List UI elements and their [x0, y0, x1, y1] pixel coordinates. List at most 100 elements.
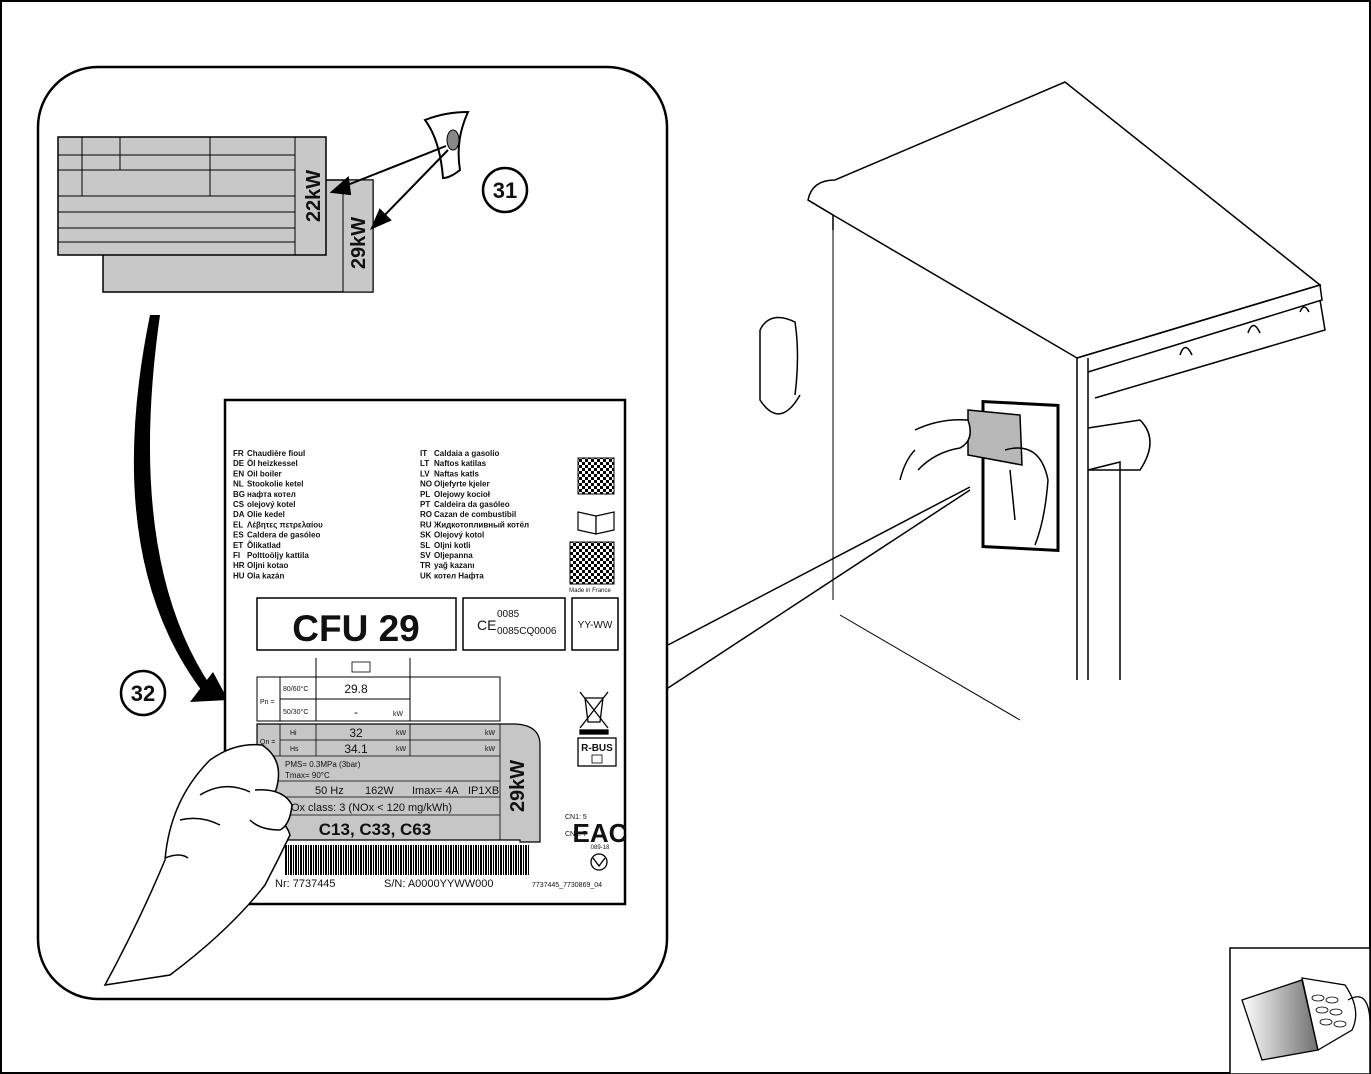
peel-sticker-icon	[1229, 947, 1371, 1074]
language-code: LV	[420, 469, 430, 478]
language-code: RO	[420, 510, 432, 519]
qr-code-icon	[577, 457, 615, 495]
language-code: EN	[233, 469, 244, 478]
pms-text: PMS= 0.3MPa (3bar)	[285, 760, 361, 769]
language-code: HU	[233, 571, 245, 580]
language-code: BG	[233, 490, 245, 499]
language-code: LT	[420, 459, 429, 468]
frequency: 50 Hz	[315, 785, 344, 797]
conformity-icon	[590, 853, 608, 871]
language-name: Öl heizkessel	[247, 459, 298, 468]
language-name: Oljni kotli	[434, 541, 470, 550]
language-code: DA	[233, 510, 245, 519]
hi-value: 32	[349, 726, 363, 740]
label-29kw: 29kW	[348, 217, 370, 269]
book-icon	[577, 511, 615, 535]
svg-text:kW: kW	[396, 746, 407, 753]
language-code: PT	[420, 500, 430, 509]
svg-text:kW: kW	[396, 730, 407, 737]
pn-label: Pn =	[260, 699, 275, 706]
qn-label: Qn =	[260, 739, 275, 746]
svg-text:kW: kW	[485, 730, 496, 737]
weee-bin-icon	[579, 691, 609, 735]
callout-32: 32	[119, 669, 167, 717]
language-code: FI	[233, 551, 240, 560]
language-code: SK	[420, 531, 431, 540]
language-code: ET	[233, 541, 243, 550]
svg-text:32: 32	[131, 681, 155, 706]
language-code: TR	[420, 561, 431, 570]
cert-number-2: 0085CQ0006	[497, 626, 557, 637]
hi-label: Hi	[290, 730, 297, 737]
language-code: SL	[420, 541, 430, 550]
radiator-icon	[351, 661, 371, 673]
language-name: Caldaia a gasolio	[434, 449, 499, 458]
hs-label: Hs	[290, 746, 299, 753]
language-code: NL	[233, 480, 244, 489]
cn1: CN1: 5	[565, 814, 587, 821]
svg-text:R-BUS: R-BUS	[581, 743, 613, 754]
boiler-illustration	[759, 81, 1326, 721]
ce-mark: CE	[477, 617, 496, 633]
made-in: Made in France	[569, 588, 611, 594]
imax: Imax= 4A	[412, 785, 459, 797]
language-name: Oil boiler	[247, 469, 282, 478]
tmax-text: Tmax= 90°C	[285, 771, 330, 780]
power-watt: 162W	[365, 785, 394, 797]
language-code: RU	[420, 520, 432, 529]
language-name: Naftas katls	[434, 469, 479, 478]
language-name: Naftos katilas	[434, 459, 487, 468]
callout-31: 31	[481, 166, 529, 214]
model-name: CFU 29	[292, 608, 419, 649]
svg-text:31: 31	[493, 178, 517, 203]
language-name: Caldeira da gasóleo	[434, 500, 510, 509]
sticker-29kw: 29kW	[507, 760, 529, 812]
language-name: Oljni kotao	[247, 561, 288, 570]
eac-code: 089-18	[591, 845, 610, 851]
language-name: Olejowy kocioł	[434, 490, 491, 499]
language-code: UK	[420, 571, 432, 580]
language-code: HR	[233, 561, 245, 570]
label-22kw: 22kW	[303, 170, 325, 222]
language-name: котел Нафта	[434, 571, 484, 580]
hand-illustration	[103, 743, 293, 986]
rating-plates-small: 22kW 29kW	[57, 136, 374, 293]
language-name: Stookolie ketel	[247, 480, 303, 489]
language-name: Oljefyrte kjeler	[434, 480, 490, 489]
power-sticker	[256, 723, 541, 843]
language-name: Жидкотопливный котёл	[433, 520, 529, 529]
pn-50: 50/30°C	[283, 708, 308, 716]
language-code: NO	[420, 480, 432, 489]
language-name: Cazan de combustibil	[434, 510, 516, 519]
serial-nr: Nr: 7737445	[275, 878, 336, 890]
language-code: CS	[233, 500, 245, 509]
language-name: Λέβητες πετρελαίου	[247, 520, 323, 529]
flue-types: C13, C33, C63	[319, 820, 431, 839]
zoom-lines	[667, 486, 971, 689]
language-name: Õlikatlad	[247, 541, 281, 550]
language-name: нафта котел	[247, 490, 296, 499]
language-code: PL	[420, 490, 430, 499]
language-code: EL	[233, 520, 243, 529]
ip-rating: IP1XB	[468, 785, 499, 797]
language-code: SV	[420, 551, 431, 560]
cert-number-1: 0085	[497, 609, 520, 620]
language-name: Ola kazán	[247, 571, 284, 580]
language-name: Chaudière fioul	[247, 449, 305, 458]
language-code: ES	[233, 531, 244, 540]
language-name: yağ kazanı	[434, 561, 474, 570]
language-code: FR	[233, 449, 244, 458]
barcode	[285, 845, 530, 875]
pn-table	[256, 658, 501, 722]
language-name: olejový kotel	[247, 500, 295, 509]
pn-50-value: -	[354, 705, 358, 719]
language-name: Oljepanna	[434, 551, 473, 560]
language-name: Polttoöljy kattila	[247, 551, 309, 560]
date-code: YY-WW	[578, 620, 613, 631]
pn-unit: kW	[393, 711, 404, 718]
